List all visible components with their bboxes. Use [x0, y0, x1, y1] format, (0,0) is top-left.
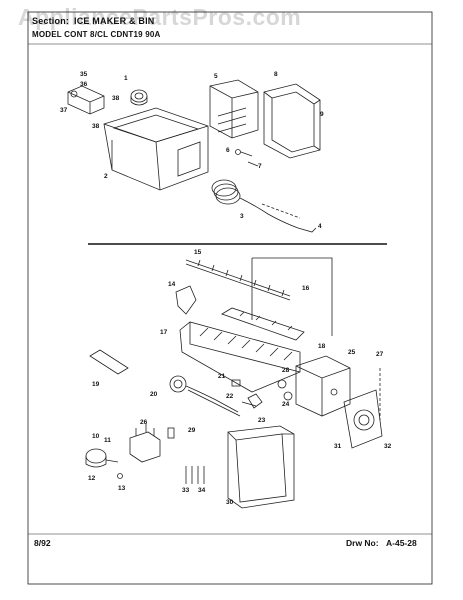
section-title: ICE MAKER & BIN [74, 16, 155, 26]
callout-23: 23 [258, 417, 266, 424]
screws-part [185, 466, 205, 484]
callout-15: 15 [194, 249, 202, 256]
callout-8: 8 [274, 71, 278, 78]
callout-2: 2 [104, 173, 108, 180]
callout-18: 18 [318, 343, 326, 350]
section-label: Section: [32, 16, 70, 26]
callout-25: 25 [348, 349, 356, 356]
callout-29: 29 [188, 427, 196, 434]
callout-27: 27 [376, 351, 384, 358]
callout-5: 5 [214, 73, 218, 80]
stripper-part [175, 285, 197, 315]
callout-1: 1 [124, 75, 128, 82]
callout-11: 11 [104, 437, 111, 444]
callout-38b: 38 [92, 123, 100, 130]
callout-35: 35 [80, 71, 88, 78]
callout-30: 30 [226, 499, 234, 506]
mechanism-plate-part [343, 368, 383, 449]
callout-21: 21 [218, 373, 226, 380]
frame [27, 11, 433, 585]
callout-36: 36 [80, 81, 88, 88]
callout-34: 34 [198, 487, 206, 494]
callout-28: 28 [282, 367, 290, 374]
callout-38a: 38 [112, 95, 120, 102]
cover-plate-part [251, 257, 333, 336]
watermark: AppliancePartsPros.com [18, 4, 302, 30]
coupling-part [130, 89, 148, 106]
callout-6: 6 [226, 147, 230, 154]
footer-drawing-number: A-45-28 [386, 538, 417, 548]
callout-22: 22 [226, 393, 234, 400]
small-parts [231, 379, 293, 409]
callout-26: 26 [140, 419, 148, 426]
control-housing-part [295, 355, 351, 417]
ejector-part [185, 259, 291, 301]
callout-33: 33 [182, 487, 190, 494]
callout-4: 4 [318, 223, 322, 230]
callout-37: 37 [60, 107, 68, 114]
ice-mold-part [179, 307, 305, 393]
cover-box-part [227, 425, 295, 509]
mounting-bracket-part [209, 79, 259, 139]
callout-7: 7 [258, 163, 262, 170]
callout-14: 14 [168, 281, 176, 288]
bracket-part [67, 85, 105, 115]
heater-bar-part [89, 349, 129, 375]
callout-13: 13 [118, 485, 126, 492]
callout-17: 17 [160, 329, 168, 336]
callout-12: 12 [88, 475, 96, 482]
ice-bin-part [103, 107, 209, 191]
footer-drawing-label: Drw No: [346, 538, 379, 548]
valve-part [85, 448, 123, 479]
callout-20: 20 [150, 391, 158, 398]
ice-chute-part [263, 83, 321, 159]
callout-10: 10 [92, 433, 100, 440]
harness-part [169, 375, 241, 417]
switch-part [129, 424, 175, 463]
callout-16: 16 [302, 285, 310, 292]
callout-24: 24 [282, 401, 290, 408]
model-line: MODEL CONT 8/CL CDNT19 90A [32, 30, 161, 39]
callout-32: 32 [384, 443, 392, 450]
callout-9: 9 [320, 111, 324, 118]
callout-19: 19 [92, 381, 100, 388]
screw-part [235, 149, 259, 167]
footer-date: 8/92 [34, 538, 51, 548]
water-line-part [211, 179, 317, 233]
callout-3: 3 [240, 213, 244, 220]
callout-31: 31 [334, 443, 342, 450]
